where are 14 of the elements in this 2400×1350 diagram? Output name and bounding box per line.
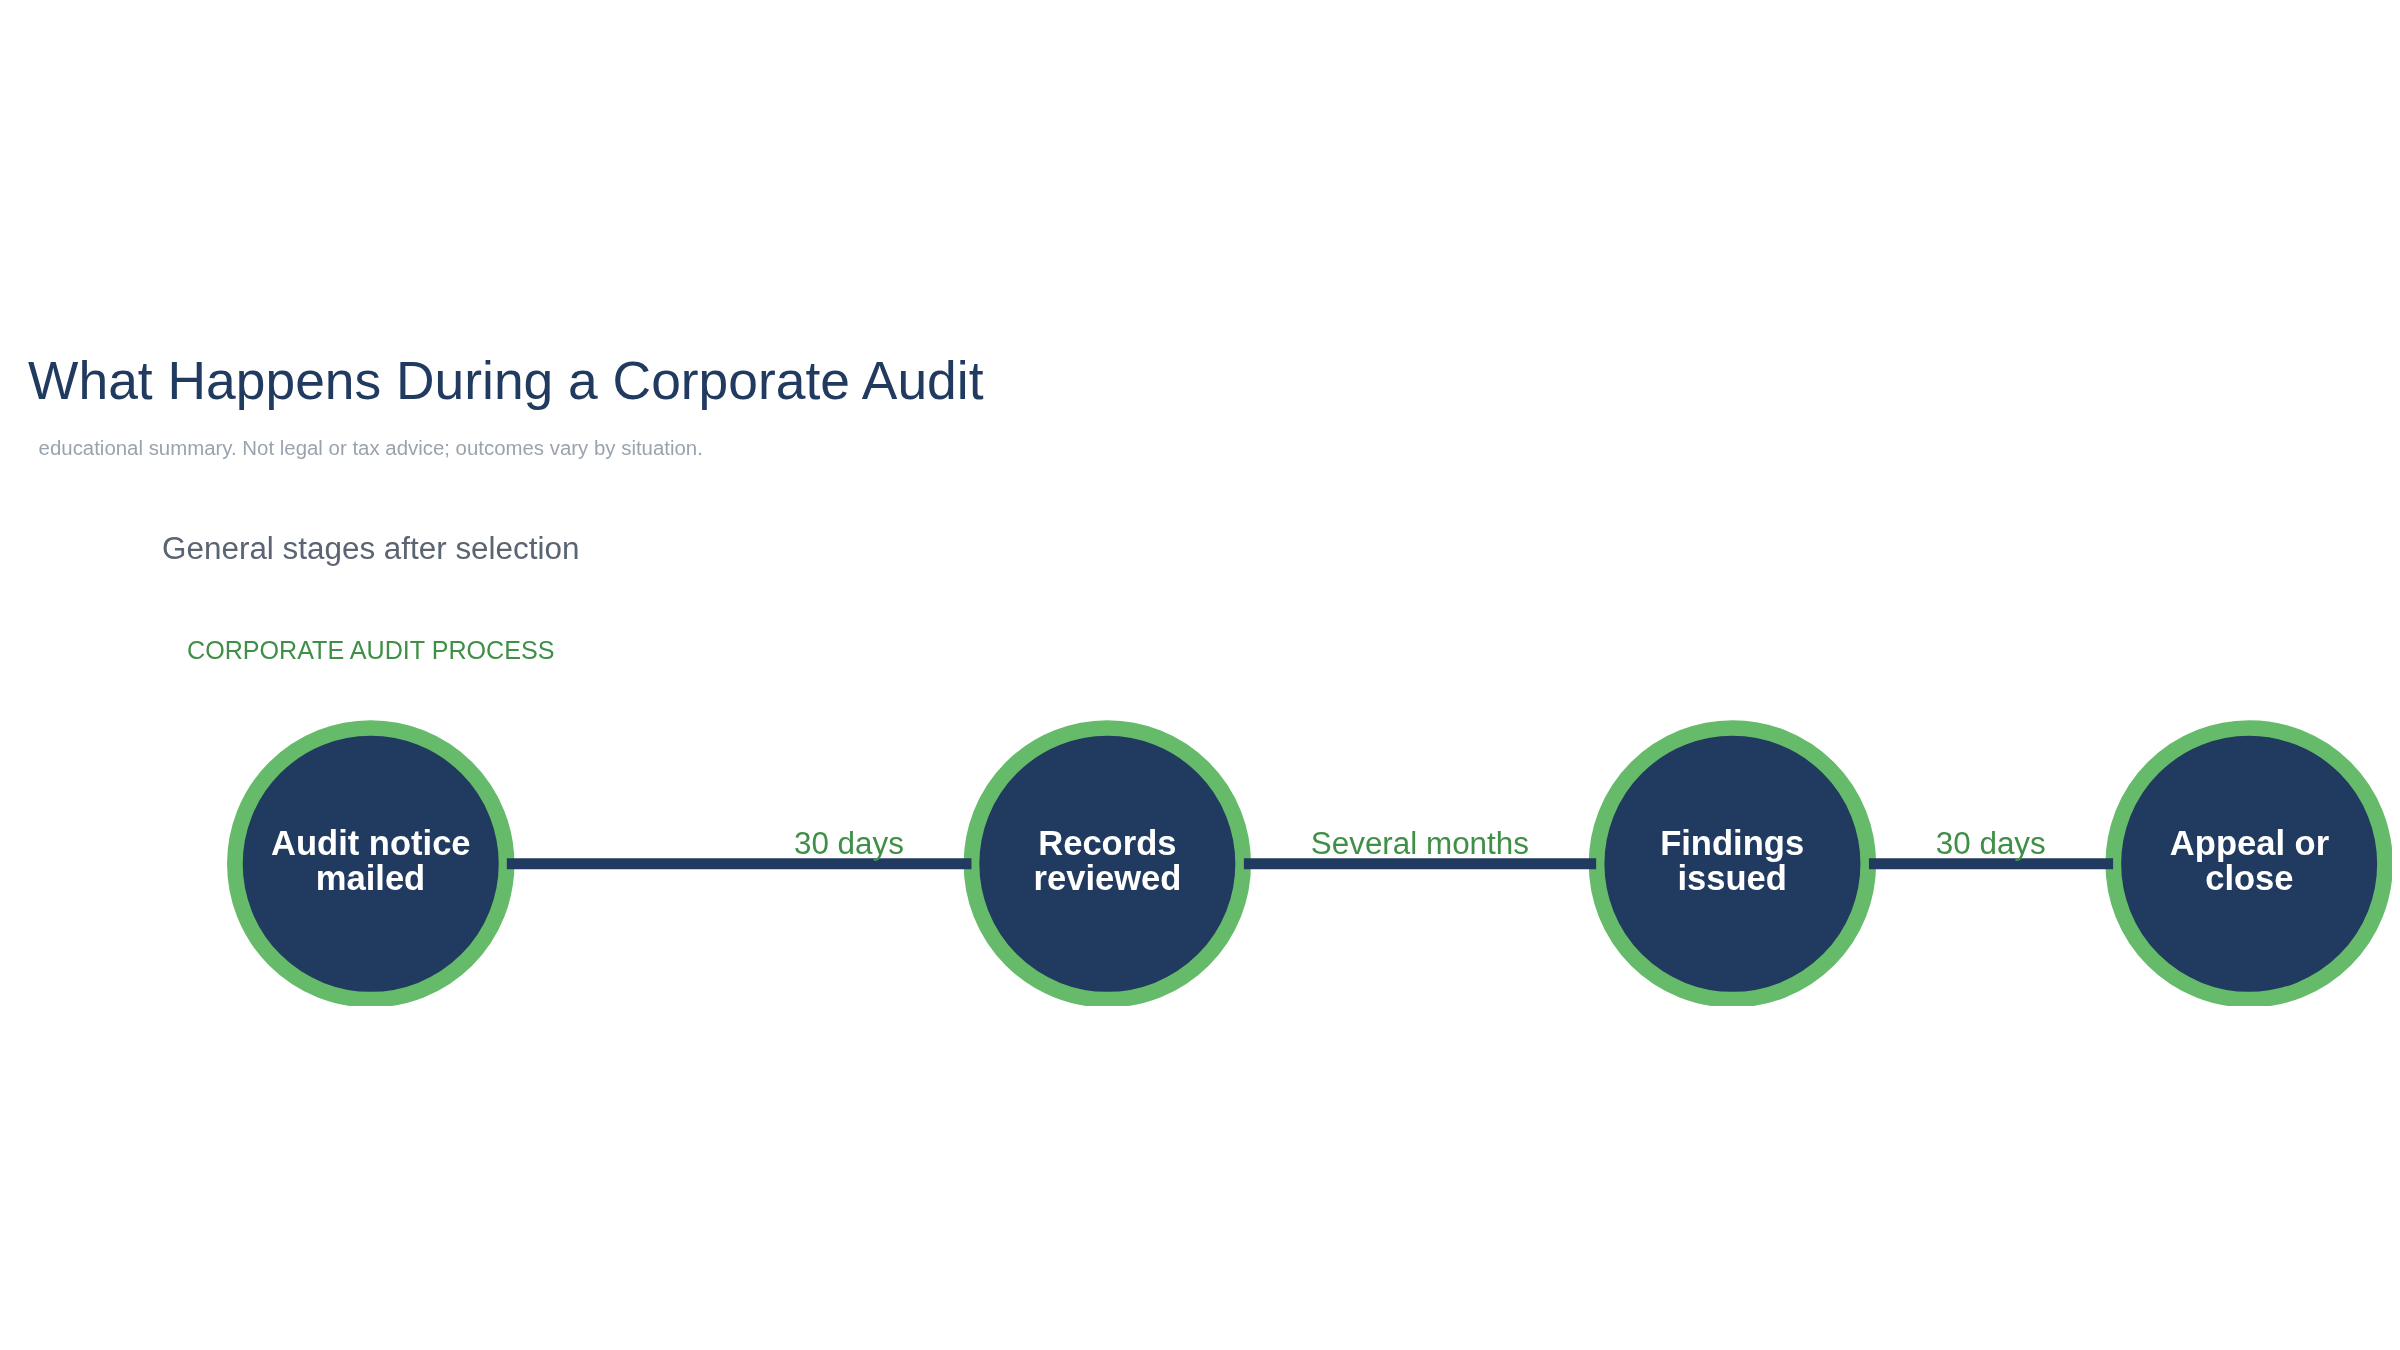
connector bbox=[506, 858, 972, 870]
connector bbox=[1868, 858, 2114, 870]
edge-label: 30 days bbox=[1935, 826, 2046, 862]
label: educational summary. Not legal or tax advice; outcomes vary by situation. bbox=[38, 436, 703, 459]
diagram-title: What Happens During a Corporate Audit bbox=[28, 351, 984, 411]
edge-label: Several months bbox=[1310, 826, 1529, 862]
connector bbox=[1243, 858, 1597, 870]
node-circle: Findings issued bbox=[1588, 720, 1877, 1006]
node-circle: Records reviewed bbox=[963, 720, 1252, 1006]
label: General stages after selection bbox=[162, 531, 580, 567]
edge-label: 30 days bbox=[793, 826, 904, 862]
node-circle: Appeal or close bbox=[2105, 720, 2392, 1006]
label: CORPORATE AUDIT PROCESS bbox=[187, 636, 555, 665]
node-circle: Audit notice mailed bbox=[227, 720, 515, 1006]
